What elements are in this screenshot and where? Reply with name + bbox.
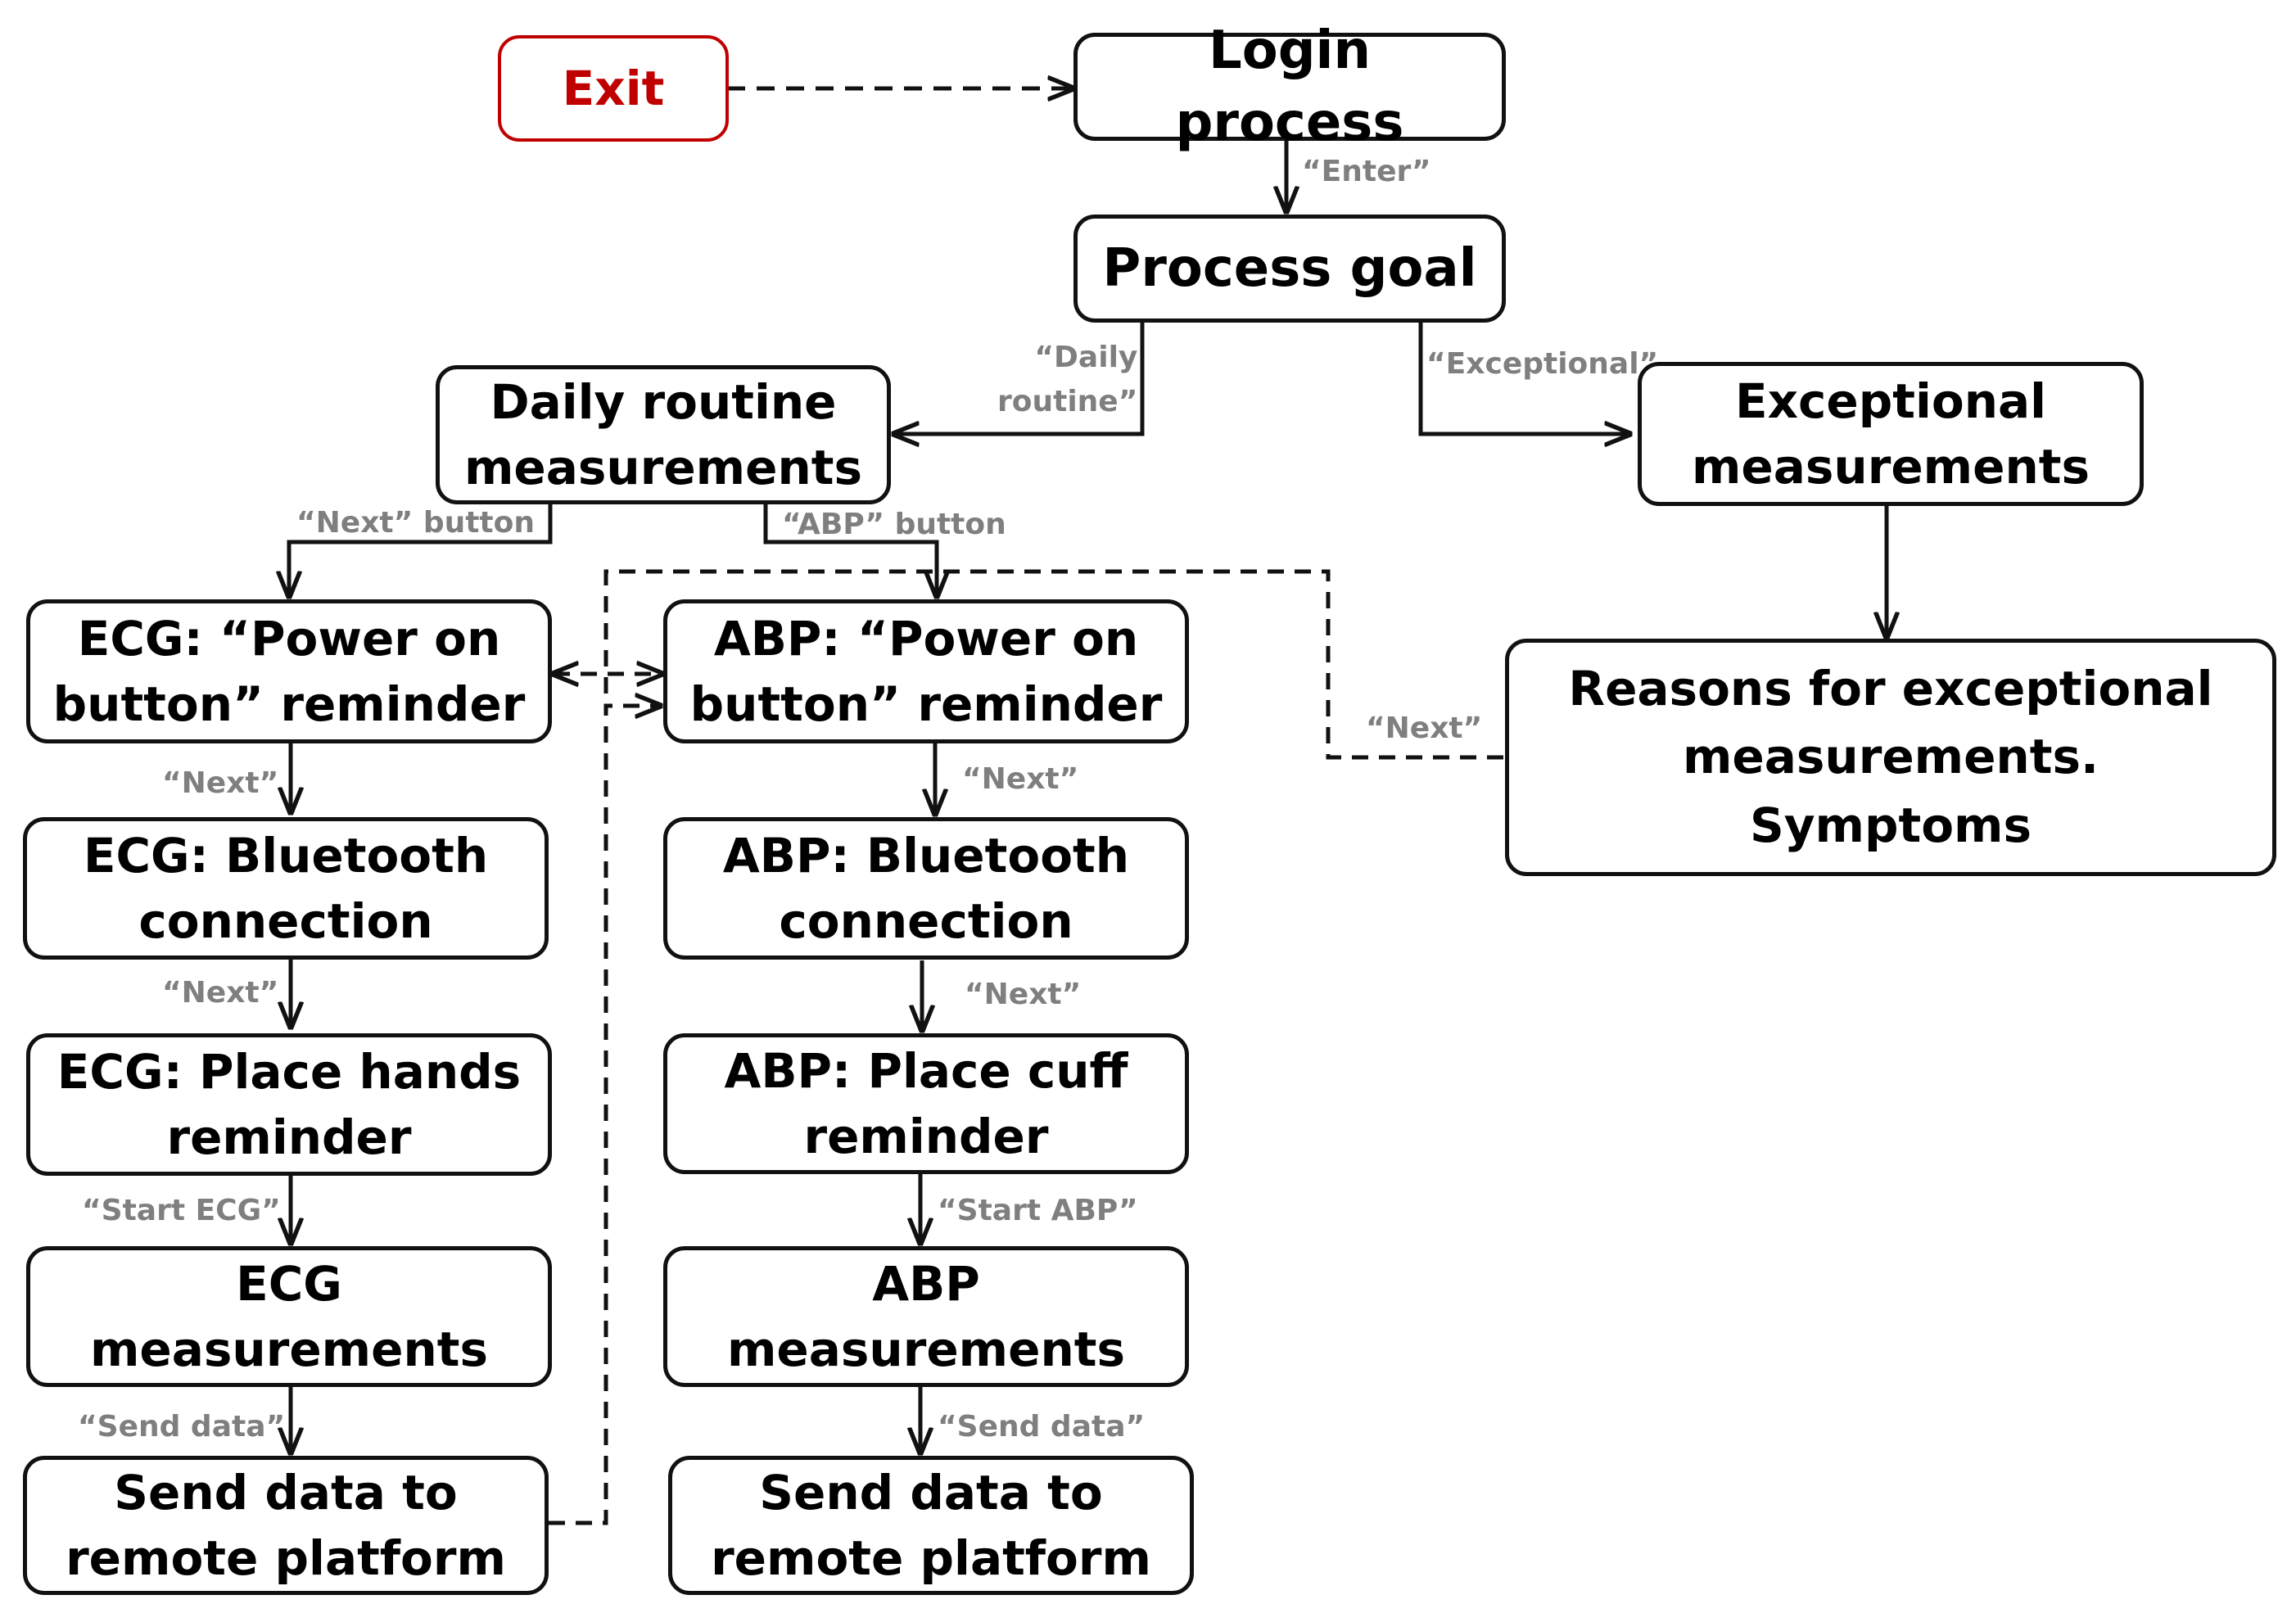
abp-next-edge-label-1: “Next” — [962, 762, 1079, 796]
exceptional-edge-label: “Exceptional” — [1426, 347, 1659, 381]
ecg-next-edge-label-2: “Next” — [162, 976, 279, 1010]
start-ecg-edge-label: “Start ECG” — [82, 1194, 281, 1227]
abp-send-data-edge-label: “Send data” — [938, 1410, 1146, 1444]
abp-button-edge-label: “ABP” button — [782, 508, 1006, 541]
exceptional-label: Exceptional measurements — [1692, 373, 2090, 495]
login-process-node: Login process — [1073, 20, 1506, 153]
abp-bluetooth-node: ABP: Bluetooth connection — [663, 817, 1189, 960]
ecg-measurements-label: ECG measurements — [90, 1255, 488, 1377]
ecg-bluetooth-label: ECG: Bluetooth connection — [83, 827, 489, 949]
ecg-send-to-abp-power-link — [549, 706, 660, 1525]
abp-power-reminder-label: ABP: “Power on button” reminder — [689, 610, 1163, 732]
reasons-label: Reasons for exceptional measurements. Sy… — [1568, 660, 2213, 853]
ecg-power-reminder-node: ECG: “Power on button” reminder — [26, 599, 552, 743]
login-process-label: Login process — [1175, 20, 1404, 153]
enter-label: “Enter” — [1302, 155, 1431, 188]
abp-send-data-label: Send data to remote platform — [711, 1464, 1151, 1586]
daily-to-ecg-power-arrow — [289, 501, 553, 596]
ecg-power-reminder-label: ECG: “Power on button” reminder — [52, 610, 526, 732]
abp-power-reminder-node: ABP: “Power on button” reminder — [663, 599, 1189, 743]
goal-to-exceptional-arrow — [1418, 321, 1629, 434]
exit-node: Exit — [498, 35, 729, 142]
ecg-send-data-node: Send data to remote platform — [23, 1456, 549, 1595]
abp-next-edge-label-2: “Next” — [965, 978, 1082, 1011]
ecg-measurements-node: ECG measurements — [26, 1246, 552, 1387]
next-reasons-edge-label: “Next” — [1366, 712, 1483, 745]
ecg-send-data-edge-label: “Send data” — [78, 1410, 286, 1444]
ecg-next-edge-label-1: “Next” — [162, 766, 279, 800]
abp-measurements-node: ABP measurements — [663, 1246, 1189, 1387]
next-button-edge-label: “Next” button — [296, 506, 536, 540]
exceptional-node: Exceptional measurements — [1638, 362, 2144, 506]
ecg-send-data-label: Send data to remote platform — [66, 1464, 506, 1586]
daily-routine-node: Daily routine measurements — [436, 365, 891, 504]
process-goal-node: Process goal — [1073, 215, 1506, 323]
exit-label: Exit — [562, 60, 665, 116]
reasons-node: Reasons for exceptional measurements. Sy… — [1505, 639, 2276, 876]
abp-send-data-node: Send data to remote platform — [668, 1456, 1194, 1595]
daily-routine-label: Daily routine measurements — [464, 373, 862, 495]
abp-place-cuff-node: ABP: Place cuff reminder — [663, 1033, 1189, 1174]
abp-bluetooth-label: ABP: Bluetooth connection — [722, 827, 1130, 949]
daily-routine-edge-label: “Daily routine” — [997, 341, 1138, 418]
ecg-place-hands-node: ECG: Place hands reminder — [26, 1033, 552, 1176]
start-abp-edge-label: “Start ABP” — [938, 1194, 1138, 1227]
reasons-to-abp-power-link — [603, 569, 1503, 760]
daily-to-abp-power-arrow — [763, 501, 937, 596]
ecg-bluetooth-node: ECG: Bluetooth connection — [23, 817, 549, 960]
abp-measurements-label: ABP measurements — [727, 1255, 1125, 1377]
ecg-place-hands-label: ECG: Place hands reminder — [56, 1043, 522, 1165]
goal-to-daily-arrow — [894, 321, 1145, 434]
process-goal-label: Process goal — [1102, 237, 1477, 299]
abp-place-cuff-label: ABP: Place cuff reminder — [724, 1042, 1128, 1164]
